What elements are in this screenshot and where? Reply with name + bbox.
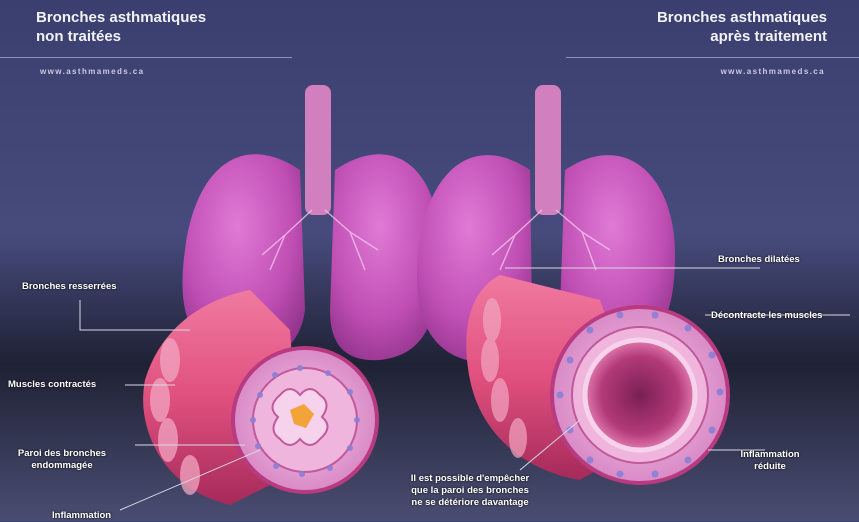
label-prevention-note-line2: que la paroi des bronches xyxy=(385,485,555,497)
label-damaged-wall-line1: Paroi des bronches xyxy=(6,448,118,460)
label-inflammation: Inflammation xyxy=(52,510,111,522)
right-bronchus-tube xyxy=(466,275,728,483)
label-reduced-inflammation-line2: réduite xyxy=(730,461,810,473)
label-contracted-muscles: Muscles contractés xyxy=(8,379,96,391)
right-trachea xyxy=(535,85,561,215)
label-prevention-note: Il est possible d'empêcher que la paroi … xyxy=(385,473,555,509)
label-reduced-inflammation: Inflammation réduite xyxy=(730,449,810,473)
label-prevention-note-line3: ne se détériore davantage xyxy=(385,497,555,509)
label-reduced-inflammation-line1: Inflammation xyxy=(730,449,810,461)
label-prevention-note-line1: Il est possible d'empêcher xyxy=(385,473,555,485)
label-damaged-wall-line2: endommagée xyxy=(6,460,118,472)
label-constricted-bronchi: Bronches resserrées xyxy=(22,281,117,293)
label-dilated-bronchi: Bronches dilatées xyxy=(718,254,800,266)
label-damaged-wall: Paroi des bronches endommagée xyxy=(6,448,118,472)
label-relaxes-muscles: Décontracte les muscles xyxy=(711,310,822,322)
left-trachea xyxy=(305,85,331,215)
